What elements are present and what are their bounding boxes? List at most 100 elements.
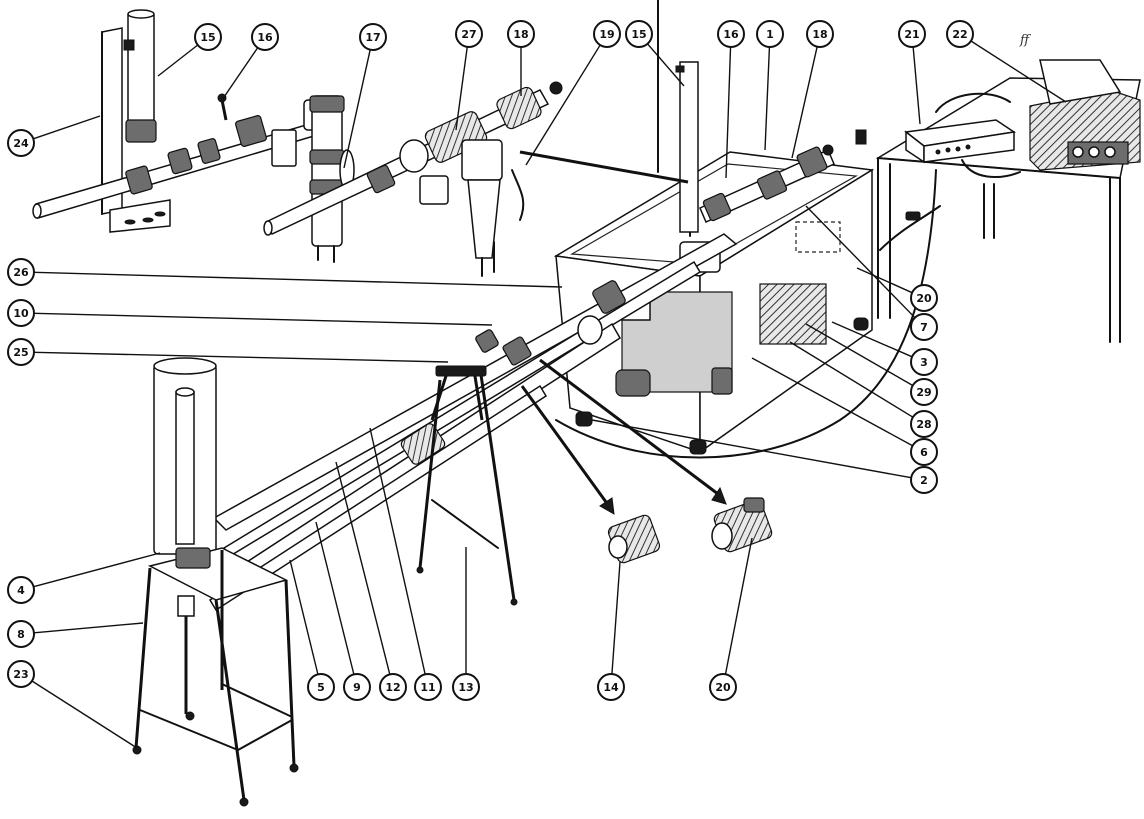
callout-circle bbox=[946, 20, 974, 48]
callout-circle bbox=[7, 576, 35, 604]
callout-8: 8 bbox=[7, 620, 35, 648]
fitting-20 bbox=[711, 497, 773, 553]
callout-circle bbox=[709, 673, 737, 701]
callout-16: 16 bbox=[251, 23, 279, 51]
callout-circle bbox=[7, 258, 35, 286]
callout-16: 16 bbox=[717, 20, 745, 48]
callout-number: 22 bbox=[952, 28, 967, 41]
recorder-22 bbox=[1029, 59, 1141, 171]
callout-circle bbox=[910, 378, 938, 406]
callout-circle bbox=[625, 20, 653, 48]
callout-circle bbox=[910, 410, 938, 438]
callout-number: 21 bbox=[904, 28, 919, 41]
long-pipe-bottom bbox=[208, 384, 548, 612]
arrow-to-fitting-14 bbox=[520, 385, 615, 515]
leader-line-15 bbox=[157, 44, 199, 77]
leader-line-1 bbox=[764, 46, 771, 151]
leader-line-16 bbox=[221, 47, 259, 101]
callout-number: 15 bbox=[631, 28, 646, 41]
callout-circle bbox=[806, 20, 834, 48]
callout-20: 20 bbox=[709, 673, 737, 701]
callout-circle bbox=[251, 23, 279, 51]
leader-line-7 bbox=[805, 205, 916, 319]
leader-line-5 bbox=[289, 559, 319, 675]
leader-line-6 bbox=[751, 357, 913, 447]
callout-19: 19 bbox=[593, 20, 621, 48]
detail-pipe-left bbox=[32, 93, 335, 219]
control-box-21 bbox=[904, 92, 1021, 178]
callout-number: 8 bbox=[17, 628, 25, 641]
callout-circle bbox=[379, 673, 407, 701]
callout-24: 24 bbox=[7, 129, 35, 157]
callout-number: 6 bbox=[920, 446, 928, 459]
callout-15: 15 bbox=[194, 23, 222, 51]
callout-15: 15 bbox=[625, 20, 653, 48]
callout-number: 29 bbox=[916, 386, 931, 399]
callout-number: 13 bbox=[458, 681, 473, 694]
callout-number: 12 bbox=[385, 681, 400, 694]
detail-stand-24 bbox=[101, 9, 171, 233]
callout-1: 1 bbox=[756, 20, 784, 48]
leader-line-20 bbox=[724, 537, 753, 675]
callout-circle bbox=[756, 20, 784, 48]
tank-top-pipes bbox=[519, 144, 835, 223]
callout-circle bbox=[593, 20, 621, 48]
callout-number: 3 bbox=[920, 356, 928, 369]
callout-22: 22 bbox=[946, 20, 974, 48]
stand-8 bbox=[132, 357, 299, 807]
callout-circle bbox=[343, 673, 371, 701]
callout-18: 18 bbox=[806, 20, 834, 48]
callout-number: 25 bbox=[13, 346, 28, 359]
callout-circle bbox=[359, 23, 387, 51]
leader-line-4 bbox=[33, 552, 161, 588]
cable-plug bbox=[905, 211, 921, 221]
callout-circle bbox=[507, 20, 535, 48]
callout-circle bbox=[898, 20, 926, 48]
callout-number: 20 bbox=[715, 681, 731, 694]
callout-number: 4 bbox=[17, 584, 25, 597]
callout-circle bbox=[910, 284, 938, 312]
signal-cable bbox=[555, 169, 937, 459]
callout-number: 17 bbox=[365, 31, 380, 44]
leader-line-11 bbox=[369, 427, 426, 675]
fitting-14 bbox=[607, 514, 661, 564]
callout-number: 1 bbox=[766, 28, 774, 41]
callout-circle bbox=[307, 673, 335, 701]
callout-14: 14 bbox=[597, 673, 625, 701]
callout-26: 26 bbox=[7, 258, 35, 286]
detail-valve-17 bbox=[309, 95, 355, 263]
callout-18: 18 bbox=[507, 20, 535, 48]
callout-23: 23 bbox=[7, 660, 35, 688]
leader-line-28 bbox=[789, 341, 914, 418]
leader-line-18 bbox=[791, 46, 818, 159]
leader-lines bbox=[31, 40, 1067, 749]
callout-circle bbox=[910, 438, 938, 466]
callout-5: 5 bbox=[307, 673, 335, 701]
callout-number: 28 bbox=[916, 418, 931, 431]
leader-line-21 bbox=[912, 46, 921, 125]
callout-20: 20 bbox=[910, 284, 938, 312]
callout-2: 2 bbox=[910, 466, 938, 494]
callout-number: 7 bbox=[920, 321, 928, 334]
leader-line-15 bbox=[646, 43, 685, 87]
callout-3: 3 bbox=[910, 348, 938, 376]
leader-line-3 bbox=[831, 321, 913, 358]
callout-circle bbox=[597, 673, 625, 701]
callout-17: 17 bbox=[359, 23, 387, 51]
leader-line-12 bbox=[335, 461, 391, 675]
leader-line-19 bbox=[525, 44, 601, 166]
callout-number: 18 bbox=[812, 28, 827, 41]
callout-11: 11 bbox=[414, 673, 442, 701]
trestle-13 bbox=[416, 365, 518, 606]
callout-number: 18 bbox=[513, 28, 528, 41]
corner-note: ff bbox=[1019, 33, 1032, 48]
callout-circle bbox=[7, 299, 35, 327]
callout-number: 26 bbox=[13, 266, 29, 279]
callout-number: 16 bbox=[723, 28, 739, 41]
leader-line-8 bbox=[33, 622, 144, 634]
leader-line-20 bbox=[856, 267, 913, 294]
leader-line-9 bbox=[315, 521, 355, 675]
leader-line-17 bbox=[343, 49, 371, 169]
